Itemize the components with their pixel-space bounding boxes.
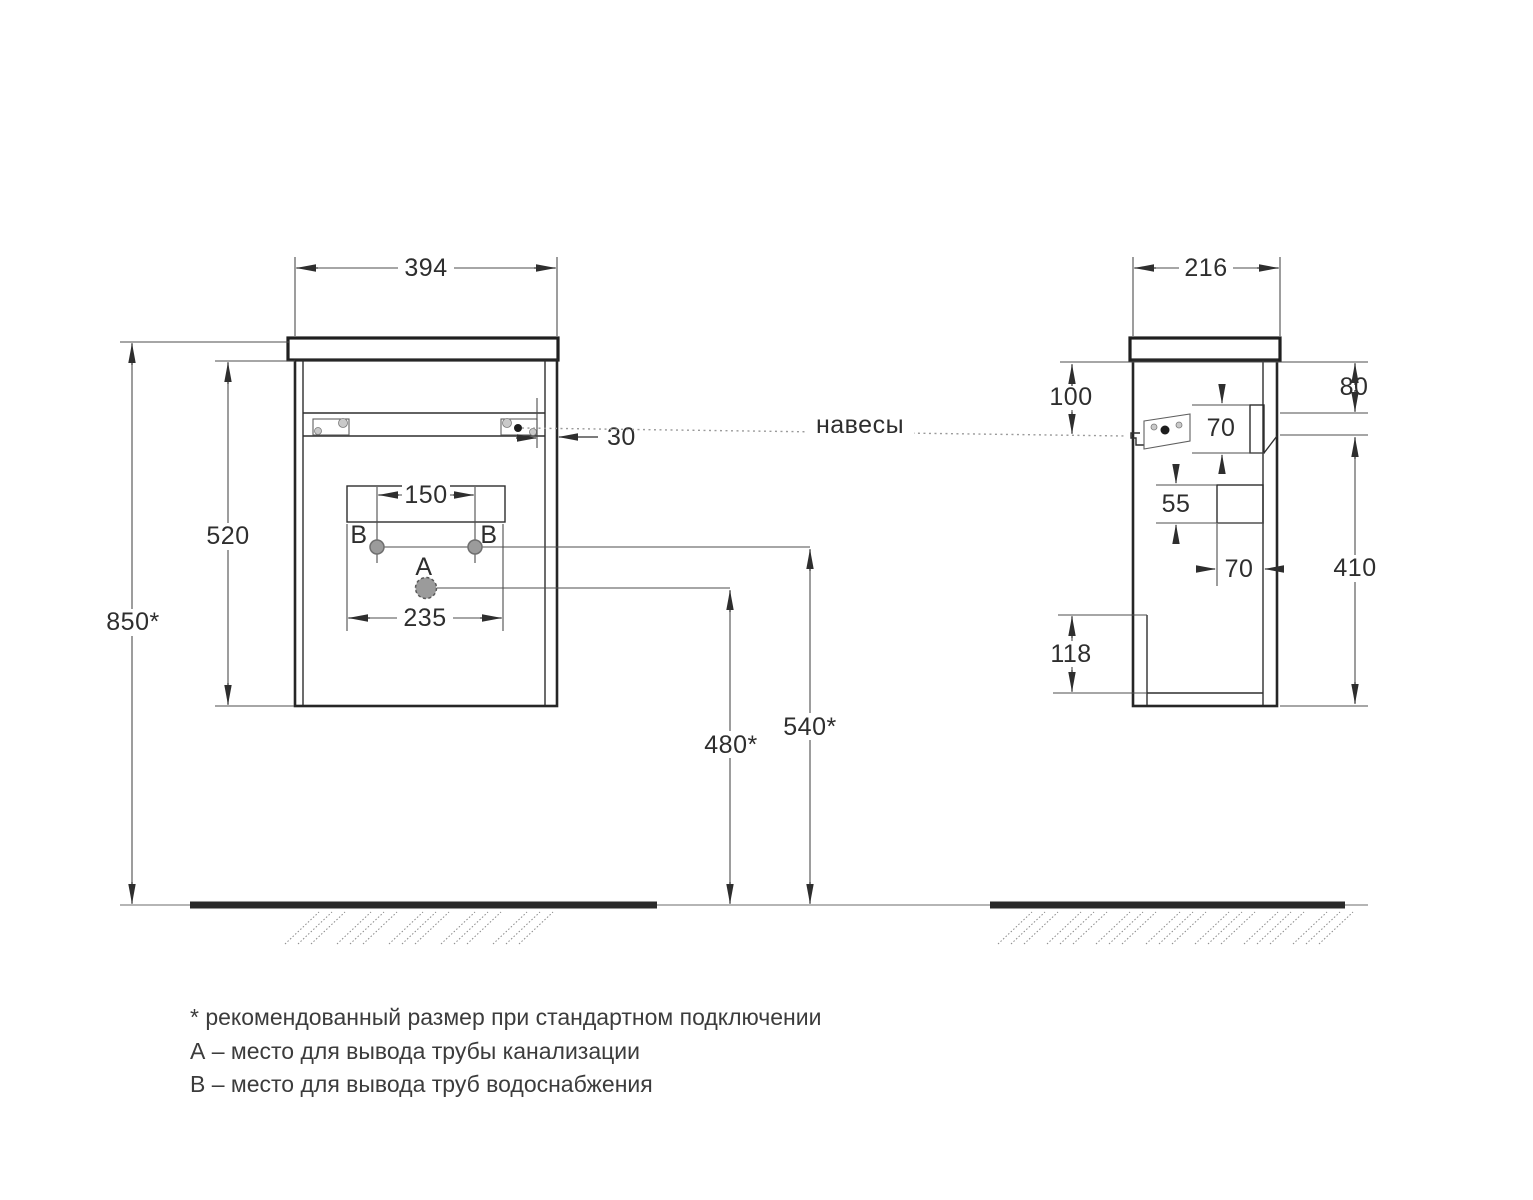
rail-box	[1216, 484, 1264, 524]
water-hole-b-left	[369, 539, 385, 555]
label-b-right: B	[480, 521, 497, 549]
water-hole-b-right	[467, 539, 483, 555]
dim-label: 216	[1184, 254, 1227, 282]
drain-hole-a	[414, 576, 438, 600]
hinge-reference-dot	[1160, 425, 1170, 435]
dim-door-height-410: 410	[1329, 437, 1381, 704]
legend-note-a: А – место для вывода трубы канализации	[190, 1038, 640, 1064]
label-bg	[104, 609, 162, 636]
label-a: A	[415, 553, 432, 581]
label-b-left: B	[350, 521, 367, 549]
dim-label: 480*	[704, 731, 757, 759]
dim-label: 55	[1162, 490, 1191, 518]
countertop-front	[286, 336, 560, 362]
dim-depth-216: 216	[1132, 254, 1281, 336]
label-bg	[1329, 555, 1381, 582]
dim-width-394: 394	[294, 254, 558, 336]
dim-label: 80	[1340, 373, 1369, 401]
hinges-callout: навесы	[521, 411, 1127, 439]
cabinet-body-front	[293, 358, 559, 708]
dim-label: 394	[404, 254, 447, 282]
door-hinge-block	[1249, 404, 1265, 454]
cabinet-body-side	[1131, 358, 1279, 708]
dim-height-850: 850*	[104, 341, 289, 904]
dim-hinge-drop-100: 100	[1047, 364, 1097, 434]
hinge-reference-dot	[514, 424, 522, 432]
legend-note-b: В – место для вывода труб водоснабжения	[190, 1071, 653, 1097]
dim-label: 118	[1050, 640, 1091, 668]
dim-label: 70	[1225, 555, 1254, 583]
legend-note-asterisk: * рекомендованный размер при стандартном…	[190, 1004, 821, 1030]
dim-supply-height-540: 540*	[781, 549, 841, 904]
screw-icon	[502, 418, 512, 428]
dim-label: 850*	[106, 608, 159, 636]
dim-notch-height-118: 118	[1049, 616, 1095, 692]
dim-label: 30	[607, 423, 636, 451]
label-bg	[1047, 384, 1097, 410]
front-view: B B A 394 850*	[104, 254, 841, 904]
label-bg	[397, 605, 453, 631]
label-bg	[781, 713, 841, 740]
dim-label: 540*	[783, 713, 836, 741]
floor	[120, 901, 1368, 945]
side-view: 216 100 80 70 55	[1047, 254, 1381, 708]
hinges-label: навесы	[816, 411, 904, 439]
label-bg	[398, 255, 454, 281]
hinges-dotted-line	[521, 427, 1127, 437]
dim-rail-height-55: 55	[1162, 464, 1191, 544]
label-bg	[1049, 641, 1095, 667]
screw-icon	[314, 427, 322, 435]
dim-label: 520	[206, 522, 249, 550]
dim-label: 70	[1207, 414, 1236, 442]
label-bg	[402, 483, 450, 508]
dim-hinge-block-70: 70	[1207, 384, 1236, 474]
screw-icon	[338, 418, 348, 428]
dim-top-gap-80: 80	[1336, 363, 1374, 412]
dim-label: 410	[1333, 554, 1376, 582]
dim-rail-depth-70: 70	[1196, 555, 1284, 583]
dim-drain-height-480: 480*	[701, 590, 761, 904]
dim-body-height-520: 520	[203, 360, 295, 707]
dim-hinge-inset-30: 30	[516, 398, 636, 451]
dim-label: 100	[1049, 383, 1092, 411]
label-bg	[1179, 255, 1233, 281]
dim-label: 150	[404, 481, 447, 509]
dim-box-width-235: 235	[348, 604, 502, 632]
legend: * рекомендованный размер при стандартном…	[190, 1004, 821, 1097]
hinge-wall-bracket	[1130, 432, 1145, 446]
dim-label: 235	[403, 604, 446, 632]
dim-holes-span-150: 150	[378, 481, 474, 509]
screw-icon	[529, 428, 537, 436]
screw-icon	[1175, 421, 1183, 429]
label-bg	[203, 523, 253, 550]
screw-icon	[1150, 423, 1158, 431]
countertop-side	[1128, 336, 1282, 362]
label-bg	[701, 731, 761, 758]
door-diagonal-line	[1263, 435, 1278, 454]
label-bg	[806, 412, 914, 439]
